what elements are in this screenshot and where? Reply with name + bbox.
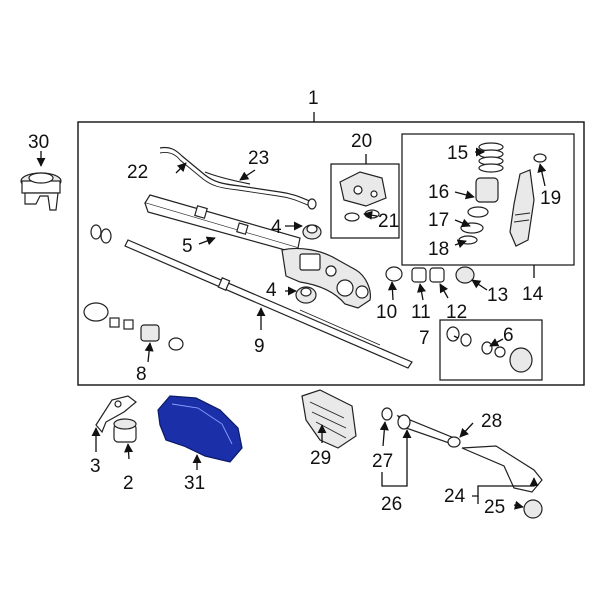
heat-shield-part-highlighted xyxy=(157,395,243,463)
callout-25: 25 xyxy=(484,497,505,518)
callout-13: 13 xyxy=(487,285,508,306)
callout-4b: 4 xyxy=(266,280,277,301)
leader-line xyxy=(239,169,256,181)
callout-19: 19 xyxy=(540,188,561,209)
callout-1: 1 xyxy=(308,88,319,109)
leader-line xyxy=(453,335,459,339)
tie-rod-part xyxy=(381,407,461,448)
leader-line xyxy=(439,283,449,299)
bushing-upper xyxy=(302,224,322,240)
callout-16: 16 xyxy=(428,182,449,203)
callout-29: 29 xyxy=(310,448,331,469)
rubber-bushing-part xyxy=(113,418,137,443)
leader-line xyxy=(454,239,467,249)
callout-3: 3 xyxy=(90,456,101,477)
leader-line xyxy=(472,477,539,497)
leader-line xyxy=(124,443,134,460)
pinion-subassembly-box xyxy=(401,133,575,266)
valve-subassembly-box xyxy=(330,163,400,239)
callout-26: 26 xyxy=(381,494,402,515)
leader-line xyxy=(144,342,154,363)
rack-seal-rings xyxy=(90,224,112,244)
callout-28: 28 xyxy=(481,411,502,432)
callout-6: 6 xyxy=(503,325,514,346)
leader-line xyxy=(381,429,412,487)
callout-4a: 4 xyxy=(271,217,282,238)
callout-21: 21 xyxy=(378,211,399,232)
leader-line xyxy=(379,421,389,447)
callout-24: 24 xyxy=(444,486,466,507)
leader-line xyxy=(198,236,216,246)
valve-sleeve-parts xyxy=(385,266,475,284)
callout-9: 9 xyxy=(254,336,265,357)
callout-10: 10 xyxy=(376,302,397,323)
callout-5: 5 xyxy=(182,236,193,257)
rack-boot-part xyxy=(301,389,357,449)
callout-27: 27 xyxy=(372,451,393,472)
callout-7: 7 xyxy=(419,328,430,349)
leader-line xyxy=(537,163,547,187)
leader-line xyxy=(513,500,524,510)
callout-18: 18 xyxy=(428,239,449,260)
leader-line xyxy=(459,422,474,438)
callout-12: 12 xyxy=(446,302,467,323)
bracket-part xyxy=(95,395,137,434)
callout-17: 17 xyxy=(428,210,449,231)
leader-line xyxy=(417,283,426,301)
callout-30: 30 xyxy=(28,132,49,153)
hose-pipes-part xyxy=(159,146,317,210)
leader-line xyxy=(363,210,378,220)
mount-bushing-part xyxy=(20,172,62,211)
assembly-frame xyxy=(77,121,585,386)
leader-line xyxy=(454,218,471,228)
callout-22: 22 xyxy=(127,162,148,183)
leader-line xyxy=(489,338,504,347)
leader-line xyxy=(471,279,488,291)
callout-8: 8 xyxy=(136,364,147,385)
leader-line xyxy=(454,190,475,200)
boot-clamp-and-bushing xyxy=(83,302,184,351)
callout-31: 31 xyxy=(184,473,205,494)
callout-15: 15 xyxy=(447,143,468,164)
steering-rack-part xyxy=(124,239,413,369)
callout-14: 14 xyxy=(522,284,544,305)
callout-11: 11 xyxy=(411,302,431,323)
callout-2: 2 xyxy=(123,473,134,494)
callout-20: 20 xyxy=(351,131,372,152)
bushing-lower xyxy=(295,286,317,304)
callout-23: 23 xyxy=(248,148,269,169)
seal-kit-box xyxy=(439,319,543,381)
oil-seals-part xyxy=(446,326,533,373)
leader-line xyxy=(387,281,397,301)
pinion-shaft-part xyxy=(509,153,547,247)
rack-housing-part xyxy=(144,194,371,309)
leader-line xyxy=(175,162,187,174)
